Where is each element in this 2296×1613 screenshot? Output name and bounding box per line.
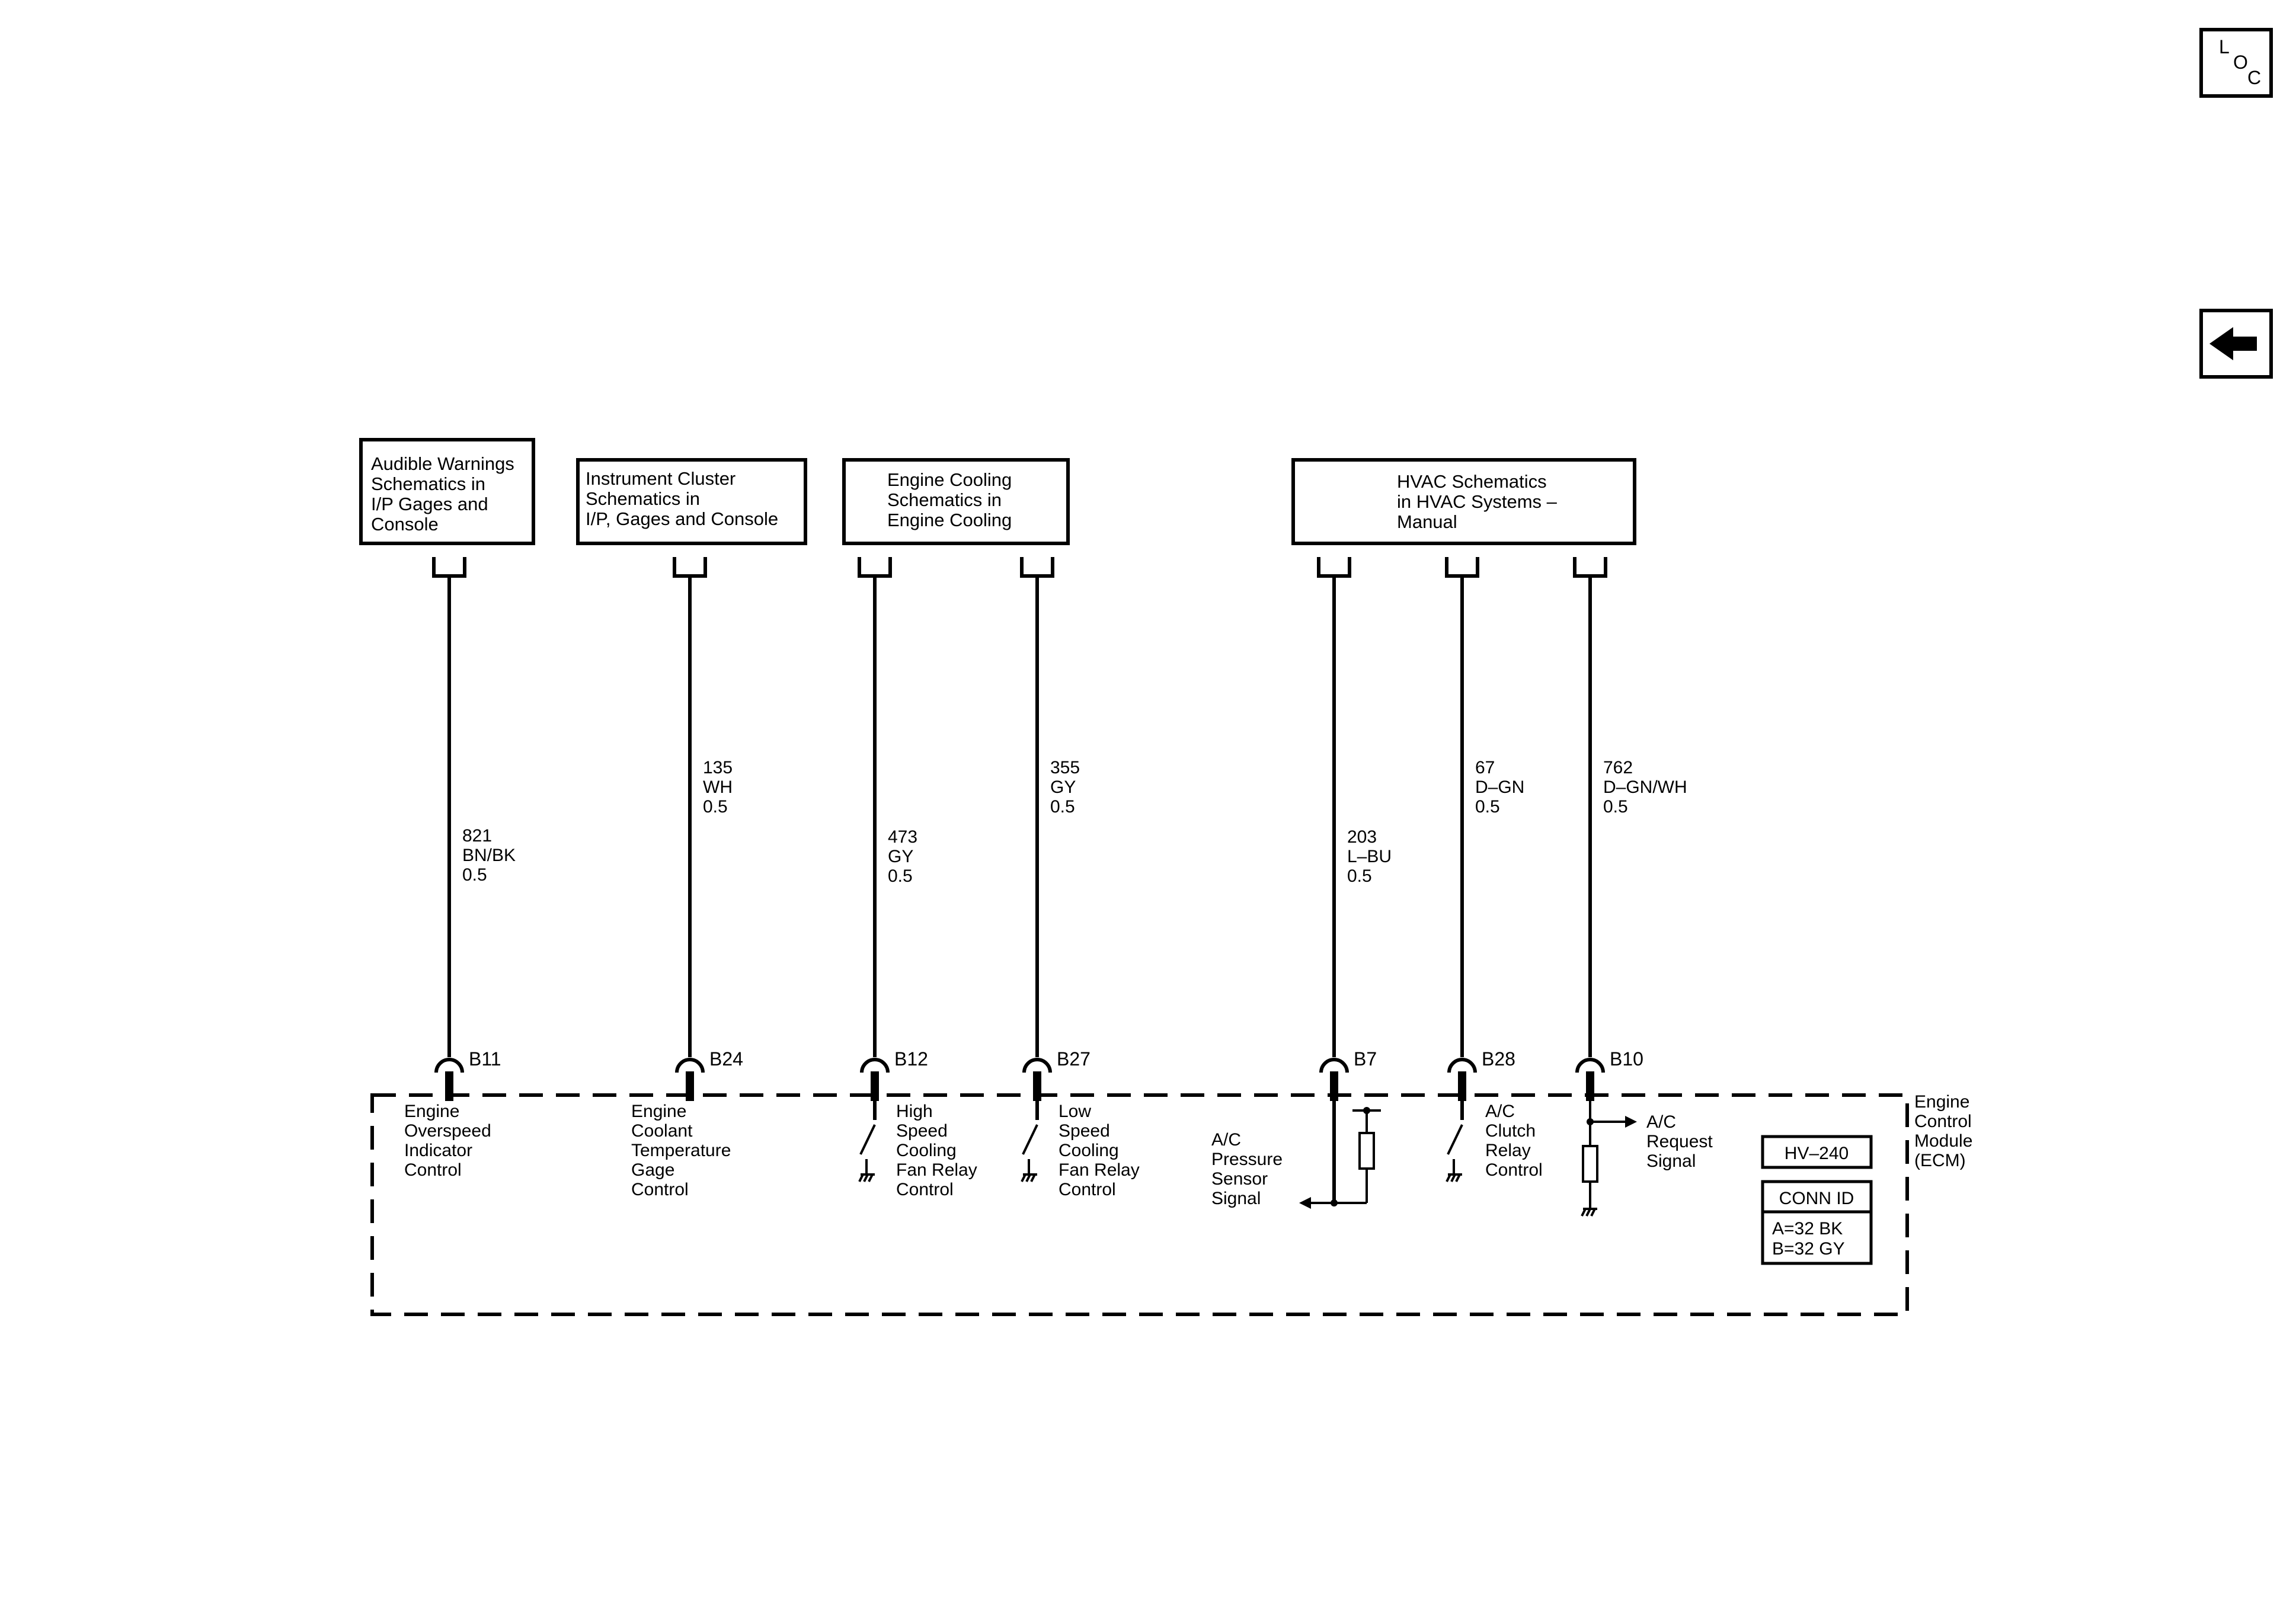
- ecm-name: Engine Control Module (ECM): [1914, 1092, 1978, 1170]
- loc-letter-l: L: [2219, 36, 2230, 57]
- ecm-boundary: [370, 1093, 1909, 1316]
- pin-connector-icon: [675, 1058, 705, 1073]
- ref-box-hvac[interactable]: HVAC Schematics in HVAC Systems – Manual: [1291, 458, 1636, 545]
- connector-tab: [1573, 557, 1607, 578]
- loc-button[interactable]: L O C: [2199, 28, 2273, 98]
- conn-id-box: CONN ID A=32 BK B=32 GY: [1761, 1180, 1873, 1265]
- pin-label: B27: [1057, 1048, 1091, 1070]
- ref-box-text: Audible Warnings Schematics in I/P Gages…: [371, 453, 519, 535]
- ref-box-audible-warnings[interactable]: Audible Warnings Schematics in I/P Gages…: [359, 438, 535, 545]
- switch-low-speed-relay: [1021, 1095, 1039, 1182]
- pin-label: B28: [1482, 1048, 1515, 1070]
- ref-box-text: HVAC Schematics in HVAC Systems – Manual: [1397, 471, 1562, 532]
- signal-arrow-icon: [1299, 1197, 1311, 1209]
- pin-label: B10: [1610, 1048, 1643, 1070]
- ref-box-engine-cooling[interactable]: Engine Cooling Schematics in Engine Cool…: [842, 458, 1070, 545]
- loc-letter-c: C: [2247, 67, 2261, 88]
- switch-ac-clutch-relay: [1446, 1095, 1464, 1182]
- harness-id-box: HV–240: [1761, 1135, 1873, 1169]
- ac-pressure-signal-label: A/C Pressure Sensor Signal: [1211, 1130, 1287, 1208]
- ac-pressure-sensor-circuit: [1299, 1095, 1381, 1209]
- connector-tab: [1445, 557, 1479, 578]
- back-button[interactable]: [2199, 309, 2273, 379]
- left-arrow-icon: [2209, 327, 2257, 360]
- pin-connector-icon: [1319, 1058, 1349, 1073]
- pullup-resistor-icon: [1358, 1132, 1375, 1170]
- ref-box-instrument-cluster[interactable]: Instrument Cluster Schematics in I/P, Ga…: [576, 458, 807, 545]
- ref-box-text: Engine Cooling Schematics in Engine Cool…: [887, 469, 1017, 530]
- pin-label: B7: [1354, 1048, 1377, 1070]
- pin-connector-icon: [860, 1058, 890, 1073]
- pin-connector-icon: [1022, 1058, 1052, 1073]
- signal-arrow-icon: [1625, 1116, 1637, 1128]
- pin-label: B12: [894, 1048, 928, 1070]
- conn-id-title: CONN ID: [1779, 1189, 1854, 1208]
- connector-tab: [1020, 557, 1054, 578]
- loc-letter-o: O: [2233, 52, 2248, 73]
- conn-id-list: A=32 BK B=32 GY: [1772, 1219, 1848, 1259]
- pin-connector-icon: [434, 1058, 464, 1073]
- ac-request-signal-circuit: [1581, 1095, 1637, 1217]
- ref-box-text: Instrument Cluster Schematics in I/P, Ga…: [586, 468, 778, 529]
- connector-tab: [673, 557, 707, 578]
- switch-high-speed-relay: [858, 1095, 877, 1182]
- connector-tab: [432, 557, 466, 578]
- pin-connector-icon: [1447, 1058, 1477, 1073]
- connector-tab: [1317, 557, 1351, 578]
- pin-label: B11: [469, 1048, 501, 1070]
- ac-request-signal-label: A/C Request Signal: [1646, 1112, 1718, 1171]
- pin-connector-icon: [1575, 1058, 1605, 1073]
- harness-id: HV–240: [1785, 1144, 1849, 1163]
- pin-label: B24: [709, 1048, 743, 1070]
- pulldown-resistor-icon: [1582, 1145, 1598, 1183]
- connector-tab: [858, 557, 892, 578]
